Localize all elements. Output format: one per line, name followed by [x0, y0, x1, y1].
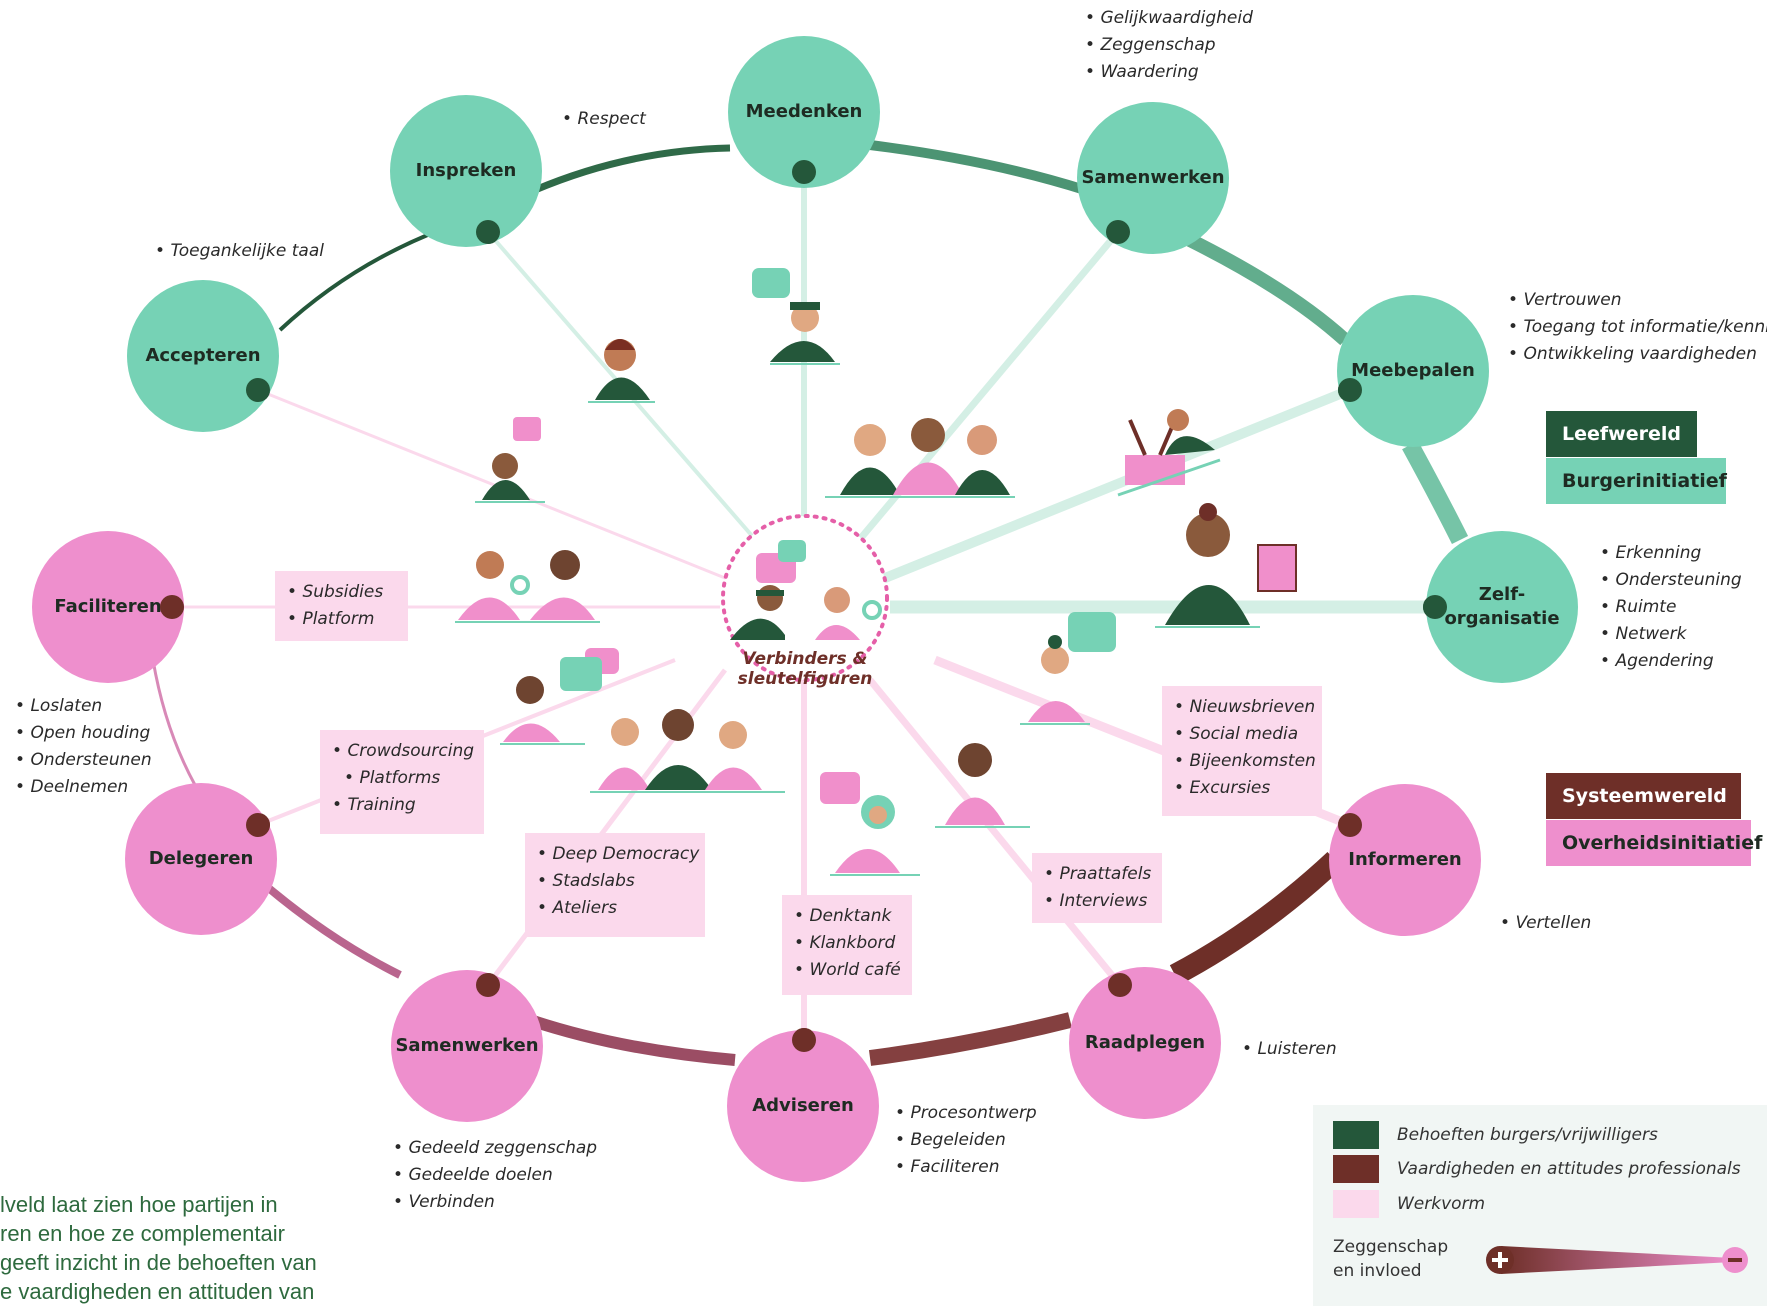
legend-item: Vaardigheden en attitudes professionals	[1333, 1155, 1741, 1183]
needs-zelforganisatie: Erkenning Ondersteuning Ruimte Netwerk A…	[1600, 540, 1741, 675]
person-with-speech-illustration	[500, 648, 619, 745]
legend: Behoeften burgers/vrijwilligers Vaardigh…	[1313, 1105, 1767, 1306]
skills-arc-segment	[151, 659, 197, 786]
person-illustration	[752, 268, 840, 365]
node-informeren: Informeren	[1329, 784, 1481, 936]
workform-samenwerken: Deep DemocracyStadslabsAteliers	[525, 833, 705, 937]
node-meedenken: Meedenken	[728, 36, 880, 188]
node-delegeren: Delegeren	[125, 783, 277, 935]
person-illustration	[475, 417, 545, 503]
needs-arc-segment	[869, 140, 1087, 195]
legend-item: Behoeften burgers/vrijwilligers	[1333, 1121, 1658, 1149]
legend-swatch-workform	[1333, 1190, 1379, 1218]
needs-arc-segment	[1402, 440, 1469, 545]
scale-label: Zeggenschap en invloed	[1333, 1237, 1449, 1281]
workform-adviseren: DenktankKlankbordWorld café	[782, 895, 912, 995]
bottom-caption: lveld laat zien hoe partijen in ren en h…	[0, 1192, 317, 1304]
spoke-raadplegen	[867, 677, 1123, 988]
workform-faciliteren: SubsidiesPlatform	[275, 571, 408, 641]
skills-arc-segment	[528, 1014, 736, 1066]
person-with-book-illustration	[1155, 503, 1297, 628]
node-raadplegen: Raadplegen	[1069, 967, 1221, 1119]
skills-arc-segment	[1169, 851, 1343, 985]
spoke-meebepalen	[878, 385, 1352, 585]
systeemwereld-tag: Systeemwereld	[1546, 773, 1741, 819]
needs-meebepalen: Vertrouwen Toegang tot informatie/kennis…	[1508, 287, 1767, 368]
node-meebepalen: Meebepalen	[1337, 295, 1489, 447]
legend-swatch-needs	[1333, 1121, 1379, 1149]
workform-delegeren: CrowdsourcingPlatformsTraining	[320, 730, 484, 834]
legend-item: Werkvorm	[1333, 1190, 1485, 1218]
needs-inspreken: Respect	[562, 106, 645, 133]
node-inspreken: Inspreken	[390, 95, 542, 247]
skills-arc-segment	[262, 881, 402, 979]
person-illustration	[588, 339, 655, 403]
group-illustration	[590, 709, 785, 793]
skills-samenwerken-bottom: Gedeeld zeggenschap Gedeelde doelen Verb…	[393, 1135, 597, 1216]
needs-accepteren: Toegankelijke taal	[155, 238, 324, 265]
skills-arc-segment	[868, 1012, 1072, 1066]
influence-scale	[1486, 1246, 1748, 1274]
person-on-phone-illustration	[935, 743, 1030, 828]
two-people-key-illustration	[455, 550, 600, 623]
skills-faciliteren: Loslaten Open houding Ondersteunen Deeln…	[15, 693, 151, 801]
node-adviseren: Adviseren	[727, 1030, 879, 1182]
workform-informeren: NieuwsbrievenSocial mediaBijeenkomstenEx…	[1162, 686, 1322, 816]
center-label: Verbinders & sleutelfiguren	[737, 649, 873, 689]
node-samenwerken-top: Samenwerken	[1077, 102, 1229, 254]
person-with-microphone-illustration	[1020, 612, 1116, 725]
needs-arc-segment	[278, 228, 441, 332]
node-zelforganisatie: Zelf-organisatie	[1426, 531, 1578, 683]
gardener-illustration	[1117, 409, 1221, 497]
overheidsinitiatief-tag: Overheidsinitiatief	[1546, 820, 1762, 866]
group-illustration	[825, 418, 1015, 498]
workform-raadplegen: PraattafelsInterviews	[1032, 853, 1162, 923]
needs-arc-segment	[533, 144, 731, 194]
needs-arc-segment	[1186, 233, 1350, 346]
needs-samenwerken-top: Gelijkwaardigheid Zeggenschap Waardering	[1085, 5, 1252, 86]
node-accepteren: Accepteren	[127, 280, 279, 432]
center-people-illustration	[730, 540, 882, 640]
leefwereld-tag: Leefwereld	[1546, 411, 1697, 457]
legend-swatch-skills	[1333, 1155, 1379, 1183]
burgerinitiatief-tag: Burgerinitiatief	[1546, 458, 1727, 504]
person-hijab-illustration	[820, 772, 920, 876]
node-faciliteren: Faciliteren	[32, 531, 184, 683]
node-samenwerken-bottom: Samenwerken	[391, 970, 543, 1122]
skills-raadplegen: Luisteren	[1242, 1036, 1336, 1063]
skills-adviseren: Procesontwerp Begeleiden Faciliteren	[895, 1100, 1036, 1181]
skills-informeren: Vertellen	[1500, 910, 1591, 937]
